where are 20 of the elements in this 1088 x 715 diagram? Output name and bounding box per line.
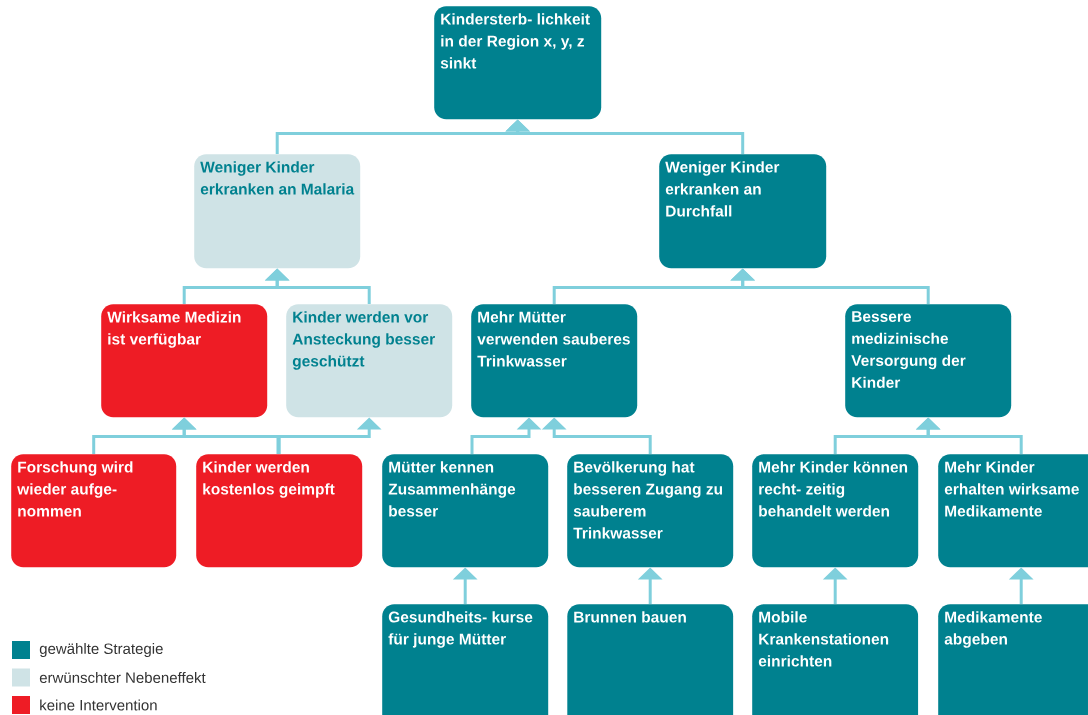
goal-box: Mehr Kinder erhalten wirksame Medikamente: [938, 454, 1088, 568]
goal-box: Gesundheits- kurse für junge Mütter: [382, 604, 549, 715]
goal-box: Mehr Mütter verwenden sauberes Trinkwasser: [471, 304, 638, 418]
goal-box: Kindersterb- lichkeit in der Region x, y, z sinkt: [434, 6, 602, 120]
goal-box: Brunnen bauen: [567, 604, 734, 715]
goal-box: Bessere medizinische Versorgung der Kinder: [845, 304, 1012, 418]
goal-box: Kinder werden kostenlos geimpft: [196, 454, 363, 568]
goal-box: Mütter kennen Zusammenhänge besser: [382, 454, 549, 568]
goal-box: Mobile Krankenstationen einrichten: [752, 604, 919, 715]
legend-label: gewählte Strategie: [39, 643, 163, 657]
goal-box: Bevölkerung hat besseren Zugang zu sauberem Trinkwasser: [567, 454, 734, 568]
goal-box: Forschung wird wieder aufge- nommen: [11, 454, 177, 568]
goal-box: Kinder werden vor Ansteckung besser geschützt: [286, 304, 453, 418]
goal-box: Wirksame Medizin ist verfügbar: [101, 304, 268, 418]
goal-box: Weniger Kinder erkranken an Durchfall: [659, 154, 827, 269]
goal-box: Medikamente abgeben: [938, 604, 1088, 715]
goal-box: Mehr Kinder können recht- zeitig behandelt werden: [752, 454, 919, 568]
legend-label: keine Intervention: [40, 699, 157, 711]
goal-box: Weniger Kinder erkranken an Malaria: [194, 154, 361, 269]
legend-label: erwünschter Nebeneffekt: [39, 672, 206, 683]
